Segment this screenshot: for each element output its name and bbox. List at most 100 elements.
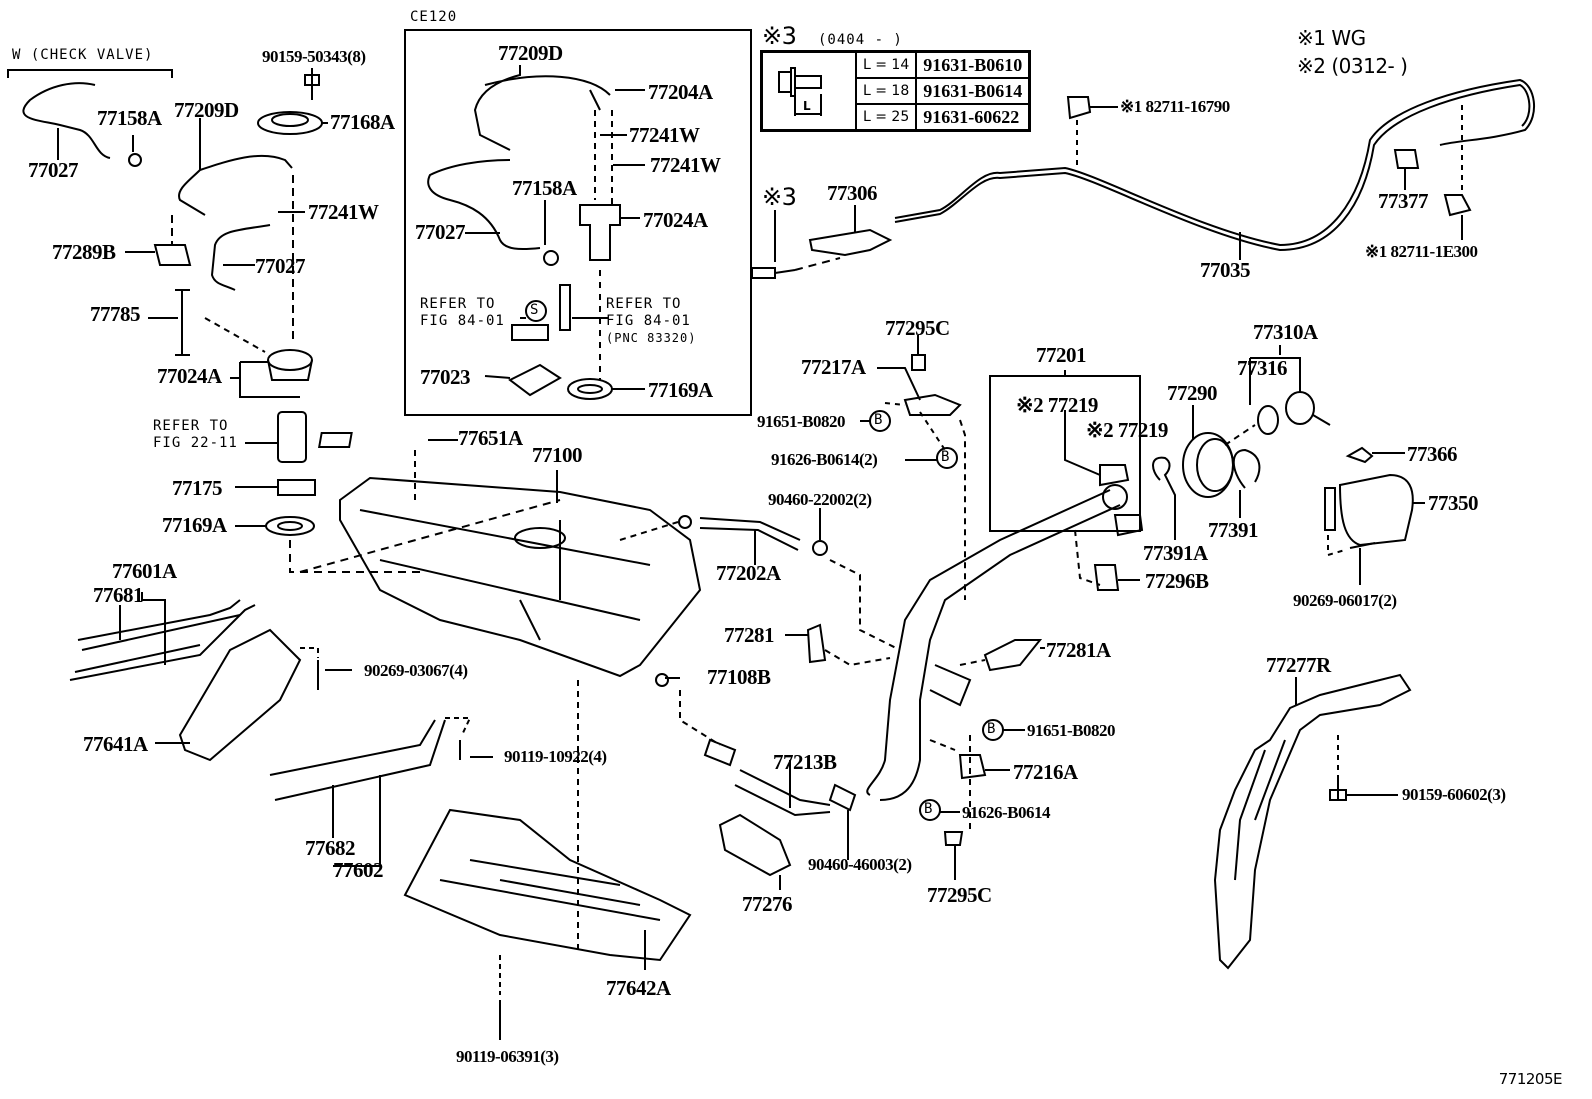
part-label-77209D[interactable]: 77209D	[174, 98, 239, 122]
ce120-note: CE120	[410, 9, 458, 25]
part-cell[interactable]: 91631-B0610	[915, 50, 1031, 79]
part-label-77158A[interactable]: 77158A	[97, 106, 162, 130]
part-label-77289B[interactable]: 77289B	[52, 240, 116, 264]
part-label-90119-10922[interactable]: 90119-10922(4)	[504, 747, 607, 766]
part-label-91626-B0614[interactable]: 91626-B0614	[962, 803, 1051, 822]
part-label-77391[interactable]: 77391	[1208, 518, 1259, 542]
part-label-77023[interactable]: 77023	[420, 365, 471, 389]
part-label-77281[interactable]: 77281	[724, 623, 775, 647]
part-label-90460-22002[interactable]: 90460-22002(2)	[768, 490, 872, 509]
part-label-77366[interactable]: 77366	[1407, 442, 1458, 466]
part-label-91651-B0820[interactable]: 91651-B0820	[757, 412, 846, 431]
part-label-77108B[interactable]: 77108B	[707, 665, 771, 689]
part-label-77296B[interactable]: 77296B	[1145, 569, 1209, 593]
part-label-77169A[interactable]: 77169A	[648, 378, 713, 402]
part-label-77027[interactable]: 77027	[28, 158, 79, 182]
part-label-77216A[interactable]: 77216A	[1013, 760, 1078, 784]
part-label-77241W[interactable]: 77241W	[650, 153, 721, 177]
part-label-77681[interactable]: 77681	[93, 583, 144, 607]
part-label-77168A[interactable]: 77168A	[330, 110, 395, 134]
part-label-77027[interactable]: 77027	[255, 254, 306, 278]
part-label-77602[interactable]: 77602	[333, 858, 384, 882]
part-label-77202A[interactable]: 77202A	[716, 561, 781, 585]
part-label-77035[interactable]: 77035	[1200, 258, 1251, 282]
part-label-77641A[interactable]: 77641A	[83, 732, 148, 756]
part-label-77306[interactable]: 77306	[827, 181, 878, 205]
part-label-77316[interactable]: 77316	[1237, 356, 1288, 380]
part-label-82711-16790[interactable]: ※1 82711-16790	[1120, 97, 1230, 116]
note-1: ※1 WG	[1297, 26, 1366, 50]
part-label-77290[interactable]: 77290	[1167, 381, 1218, 405]
bolt-x3	[751, 267, 796, 279]
part-label-77217A[interactable]: 77217A	[801, 355, 866, 379]
dash-line	[594, 110, 613, 205]
gasket-inner	[577, 384, 603, 394]
part-label-82711-1E300[interactable]: ※1 82711-1E300	[1365, 242, 1478, 261]
part-label-77100[interactable]: 77100	[532, 443, 583, 467]
part-label-77377[interactable]: 77377	[1378, 189, 1429, 213]
part-label-90269-06017[interactable]: 90269-06017(2)	[1293, 591, 1397, 610]
part-label-77682[interactable]: 77682	[305, 836, 356, 860]
cap-77310A	[1285, 391, 1315, 425]
clip-77366	[1345, 446, 1374, 464]
bolt-length-table: L L = 14 91631-B0610 L = 18 91631-B0614 …	[760, 50, 1032, 132]
tank-rib	[359, 509, 651, 641]
part-label-77241W[interactable]: 77241W	[308, 200, 379, 224]
part-label-77204A[interactable]: 77204A	[648, 80, 713, 104]
part-label-77281A[interactable]: 77281A	[1046, 638, 1111, 662]
part-cell[interactable]: 91631-B0614	[915, 77, 1031, 105]
cable-77035-inner	[894, 83, 1531, 252]
part-label-77642A[interactable]: 77642A	[606, 976, 671, 1000]
part-label-90269-03067[interactable]: 90269-03067(4)	[364, 661, 468, 680]
part-label-77158A[interactable]: 77158A	[512, 176, 577, 200]
part-label-77276[interactable]: 77276	[742, 892, 793, 916]
part-label-77201[interactable]: 77201	[1036, 343, 1087, 367]
part-label-77241W[interactable]: 77241W	[629, 123, 700, 147]
tube-77209D-b	[473, 65, 611, 151]
part-label-77277R[interactable]: 77277R	[1266, 653, 1331, 677]
grommet-77377	[1393, 149, 1420, 169]
fuel-tank-77100	[339, 476, 702, 678]
screw-90269-06017	[1349, 542, 1376, 585]
part-label-91626-B0614-2[interactable]: 91626-B0614(2)	[771, 450, 878, 469]
part-label-77295C[interactable]: 77295C	[885, 316, 950, 340]
part-label-90159-60602[interactable]: 90159-60602(3)	[1402, 785, 1506, 804]
part-label-77601A[interactable]: 77601A	[112, 559, 177, 583]
part-label-77310A[interactable]: 77310A	[1253, 320, 1318, 344]
part-label-77219[interactable]: ※2 77219	[1016, 393, 1098, 417]
part-label-77209D[interactable]: 77209D	[498, 41, 563, 65]
b-marker: B	[924, 801, 934, 817]
part-label-90159-50343[interactable]: 90159-50343(8)	[262, 47, 366, 66]
bolt-icon: L	[760, 50, 857, 132]
strap-77682	[269, 719, 446, 801]
part-label-77219[interactable]: ※2 77219	[1086, 418, 1168, 442]
clamp	[703, 738, 737, 767]
part-label-90119-06391[interactable]: 90119-06391(3)	[456, 1047, 559, 1066]
strap-77601A	[69, 604, 256, 681]
dash-line	[824, 649, 891, 667]
table-row: L L = 14 91631-B0610	[760, 50, 1031, 132]
part-label-77213B[interactable]: 77213B	[773, 750, 837, 774]
part-label-77391A[interactable]: 77391A	[1143, 541, 1208, 565]
part-label-x3-bolt[interactable]: ※3	[762, 183, 797, 211]
part-label-77024A[interactable]: 77024A	[643, 208, 708, 232]
part-cell[interactable]: 91631-60622	[915, 103, 1031, 132]
part-label-77651A[interactable]: 77651A	[458, 426, 523, 450]
seal-77316	[1257, 405, 1279, 435]
leader	[1064, 370, 1101, 476]
part-label-77175[interactable]: 77175	[172, 476, 223, 500]
part-label-77785[interactable]: 77785	[90, 302, 141, 326]
part-label-77024A[interactable]: 77024A	[157, 364, 222, 388]
part-label-90460-46003[interactable]: 90460-46003(2)	[808, 855, 912, 874]
strap-77681	[77, 599, 241, 651]
part-label-77027[interactable]: 77027	[415, 220, 466, 244]
dash-line	[959, 419, 966, 600]
part-label-77169A[interactable]: 77169A	[162, 513, 227, 537]
clamp	[678, 515, 692, 529]
dash-line	[1327, 535, 1346, 557]
part-label-77350[interactable]: 77350	[1428, 491, 1479, 515]
part-label-91651-B0820[interactable]: 91651-B0820	[1027, 721, 1116, 740]
bracket-77277R-rib	[1234, 739, 1286, 881]
dash-line	[445, 717, 472, 736]
part-label-77295C[interactable]: 77295C	[927, 883, 992, 907]
